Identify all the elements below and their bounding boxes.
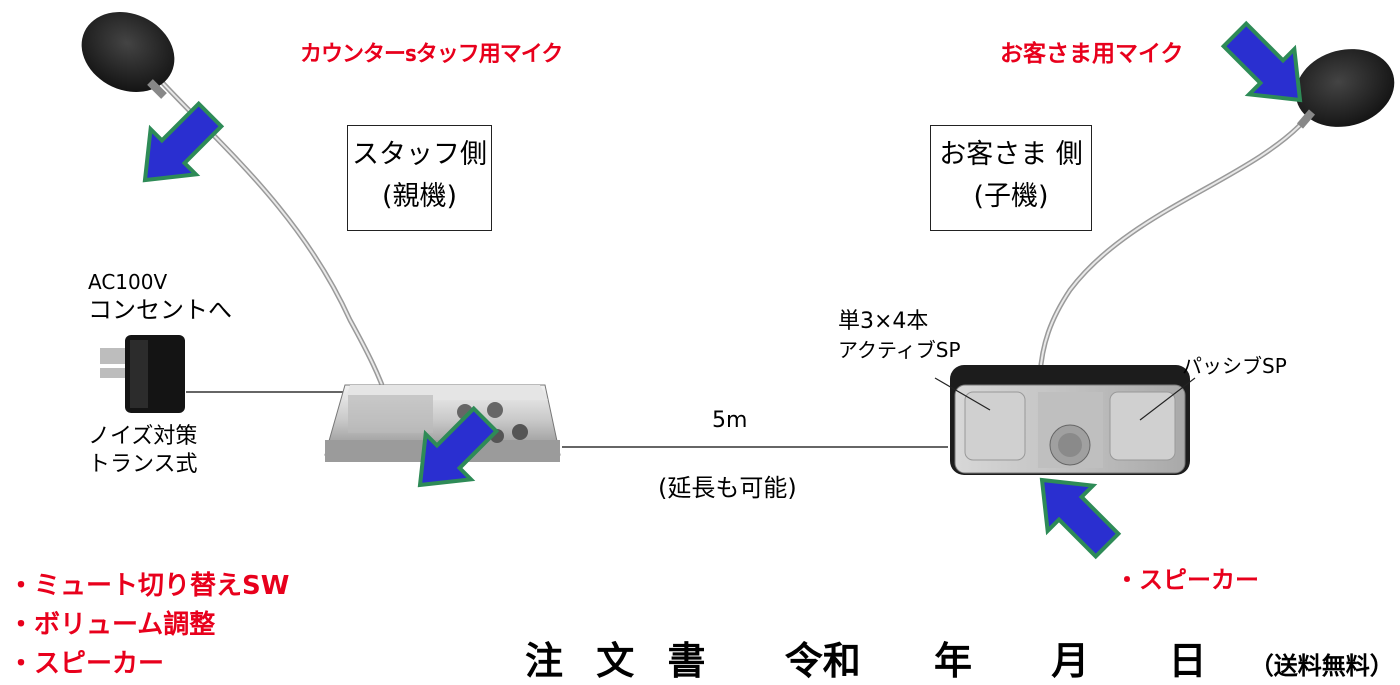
order-day: 日: [1168, 638, 1207, 683]
arrow-speaker: [1039, 477, 1122, 560]
staff-side-subtitle: (親機): [381, 181, 458, 212]
order-year: 年: [934, 638, 973, 683]
staff-side-box: スタッフ側 (親機): [347, 125, 492, 231]
power-adapter: [100, 335, 185, 413]
arrow-customer-mic: [1220, 20, 1303, 103]
passive-sp-label: パッシブSP: [1182, 354, 1287, 378]
cable-note-label: (延長も可能): [658, 474, 797, 502]
order-month: 月: [1051, 638, 1090, 683]
customer-speaker-unit: [950, 365, 1190, 475]
noise-label-line2: トランス式: [88, 452, 198, 477]
arrow-staff-mic: [142, 100, 225, 183]
customer-microphone: [1037, 49, 1395, 376]
cable-length-label: 5m: [712, 408, 748, 433]
staff-mic-label: カウンターsタッフ用マイク: [300, 42, 563, 67]
speaker-right-label: ・スピーカー: [1115, 566, 1259, 594]
active-sp-label: 単3×4本 アクティブSP: [838, 308, 961, 364]
noise-label: ノイズ対策 トランス式: [88, 423, 198, 479]
order-char-3: 書: [667, 638, 706, 683]
order-reiwa: 令和: [784, 638, 861, 683]
feature-speaker: ・スピーカー: [8, 649, 165, 679]
arrow-base-unit: [417, 405, 500, 488]
customer-side-box: お客さま 側 (子機): [930, 125, 1092, 231]
noise-label-line1: ノイズ対策: [88, 424, 198, 449]
feature-mute: ・ミュート切り替えSW: [8, 571, 290, 601]
order-shipping: （送料無料）: [1249, 652, 1394, 680]
passive-sp-pointer: [1139, 377, 1196, 421]
feature-volume: ・ボリューム調整: [8, 610, 216, 640]
ac-label-line1: AC100V: [88, 270, 168, 294]
staff-side-title: スタッフ側: [352, 139, 487, 170]
customer-mic-label: お客さま用マイク: [1000, 41, 1184, 67]
active-sp-line2: アクティブSP: [838, 338, 961, 362]
active-sp-line1: 単3×4本: [838, 309, 929, 334]
ac-label: AC100V コンセントへ: [88, 268, 232, 324]
customer-side-subtitle: (子機): [973, 181, 1049, 212]
ac-label-line2: コンセントへ: [88, 296, 232, 324]
active-sp-pointer: [934, 377, 991, 411]
customer-side-title: お客さま 側: [939, 139, 1083, 170]
order-char-2: 文: [596, 638, 635, 683]
order-char-1: 注: [525, 638, 564, 683]
order-form-heading: 注 文 書 令和 年 月 日 （送料無料）: [525, 630, 1394, 685]
